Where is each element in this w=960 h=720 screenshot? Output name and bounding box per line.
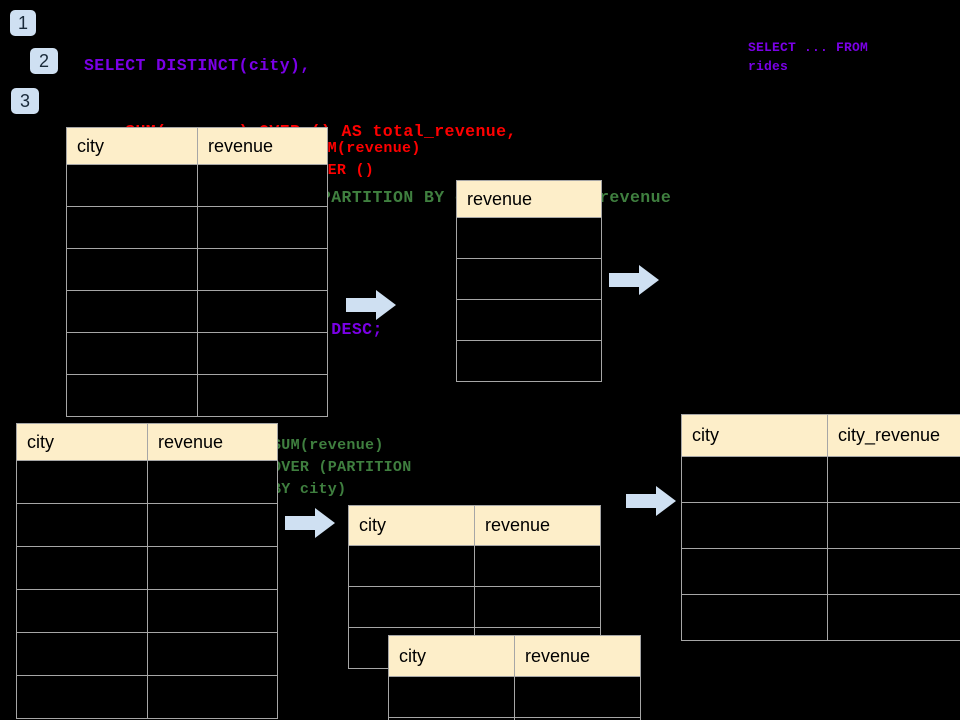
rides-source-table-top: city revenue (66, 127, 328, 417)
flow-arrow-1 (346, 290, 396, 320)
table-header-row: city revenue (66, 127, 328, 165)
cell-revenue (147, 632, 278, 676)
cell-city (681, 594, 828, 641)
annotation-sum-over-partition: SUM(revenue) OVER (PARTITION BY city) (272, 437, 412, 498)
cell-city (66, 248, 198, 291)
cell-revenue (197, 206, 328, 249)
cell-revenue (147, 460, 278, 504)
table-row (66, 206, 328, 249)
cell-city (348, 586, 475, 628)
cell-city (16, 460, 148, 504)
table-row (456, 217, 602, 259)
cell-city-revenue (827, 502, 960, 549)
table-row (388, 717, 641, 720)
rides-source-table-bottom: city revenue (16, 423, 278, 719)
cell-city-revenue (827, 456, 960, 503)
table-row (681, 548, 960, 595)
cell-city (16, 632, 148, 676)
column-header-city: city (66, 127, 198, 165)
column-header-city-revenue: city_revenue (827, 414, 960, 457)
table-row (16, 675, 278, 719)
cell-city (681, 548, 828, 595)
column-header-revenue: revenue (514, 635, 641, 677)
flow-arrow-3 (285, 508, 335, 538)
table-header-row: revenue (456, 180, 602, 218)
table-header-row: city revenue (388, 635, 641, 677)
cell-revenue (456, 217, 602, 259)
table-row (16, 460, 278, 504)
sql-line-select: SELECT DISTINCT(city), (84, 56, 311, 75)
cell-city (348, 545, 475, 587)
step-badge-3: 3 (11, 88, 39, 114)
cell-city (66, 374, 198, 417)
cell-revenue (474, 586, 601, 628)
step-badge-1: 1 (10, 10, 36, 36)
table-header-row: city revenue (348, 505, 601, 546)
table-row (456, 258, 602, 300)
total-revenue-table: revenue (456, 180, 602, 382)
table-row (681, 594, 960, 641)
cell-city (681, 456, 828, 503)
column-header-city: city (16, 423, 148, 461)
table-row (348, 586, 601, 628)
table-row (16, 546, 278, 590)
cell-revenue (456, 340, 602, 382)
table-row (16, 589, 278, 633)
column-header-city: city (681, 414, 828, 457)
table-header-row: city revenue (16, 423, 278, 461)
table-row (681, 456, 960, 503)
cell-revenue (474, 545, 601, 587)
table-row (681, 502, 960, 549)
cell-city (66, 290, 198, 333)
table-row (348, 545, 601, 587)
partition-group-table-front: city revenue (388, 635, 641, 720)
table-row (66, 332, 328, 375)
table-row (66, 290, 328, 333)
table-row (66, 164, 328, 207)
table-row (456, 299, 602, 341)
cell-revenue (197, 332, 328, 375)
cell-city (66, 332, 198, 375)
column-header-city: city (348, 505, 475, 546)
cell-city (16, 503, 148, 547)
table-row (16, 632, 278, 676)
table-row (16, 503, 278, 547)
cell-city (388, 676, 515, 718)
table-row (456, 340, 602, 382)
cell-revenue (197, 374, 328, 417)
cell-revenue (197, 290, 328, 333)
cell-revenue (147, 546, 278, 590)
cell-city-revenue (827, 548, 960, 595)
cell-revenue (147, 675, 278, 719)
flow-arrow-4 (626, 486, 676, 516)
table-header-row: city city_revenue (681, 414, 960, 457)
cell-revenue (147, 589, 278, 633)
column-header-revenue: revenue (456, 180, 602, 218)
cell-city (16, 675, 148, 719)
cell-city (16, 546, 148, 590)
cell-revenue (197, 164, 328, 207)
annotation-select-from: SELECT ... FROM rides (748, 40, 869, 74)
cell-city (681, 502, 828, 549)
column-header-revenue: revenue (197, 127, 328, 165)
flow-arrow-2 (609, 265, 659, 295)
cell-revenue (514, 676, 641, 718)
table-row (388, 676, 641, 718)
cell-city-revenue (827, 594, 960, 641)
cell-revenue (514, 717, 641, 720)
result-table: city city_revenue (681, 414, 960, 641)
step-badge-2: 2 (30, 48, 58, 74)
cell-revenue (197, 248, 328, 291)
cell-revenue (147, 503, 278, 547)
column-header-revenue: revenue (147, 423, 278, 461)
cell-city (16, 589, 148, 633)
column-header-revenue: revenue (474, 505, 601, 546)
cell-city (66, 206, 198, 249)
cell-city (66, 164, 198, 207)
table-row (66, 374, 328, 417)
cell-revenue (456, 258, 602, 300)
column-header-city: city (388, 635, 515, 677)
table-row (66, 248, 328, 291)
cell-revenue (456, 299, 602, 341)
